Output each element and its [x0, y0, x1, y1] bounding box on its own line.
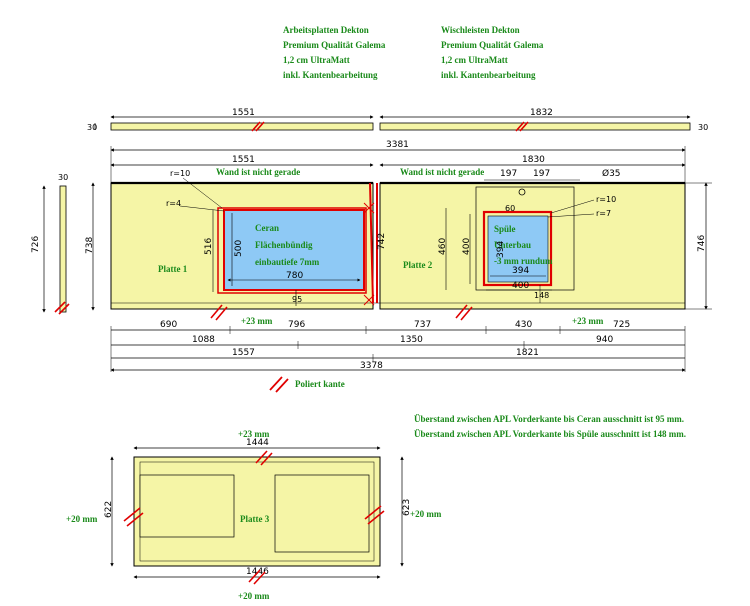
bottom-dim-3: 737 — [414, 320, 431, 330]
backsplash-left-strip — [110, 122, 374, 131]
header-left: Arbeitsplatten Dekton Premium Qualität G… — [283, 25, 386, 80]
sink-width-outer: 400 — [512, 281, 529, 291]
ceran-height: 500 — [234, 240, 244, 257]
sink-radius-outer: r=10 — [596, 195, 616, 204]
backsplash-height-left: 30 — [87, 123, 97, 132]
bottom-dim-6: 1088 — [192, 335, 215, 345]
header-right-line-2: Premium Qualität Galema — [441, 40, 544, 50]
sink-small-dim-2: 148 — [534, 291, 549, 300]
sink-width: 394 — [512, 266, 529, 276]
sink-text-3: -3 mm rundum — [494, 256, 553, 266]
ceran-cutout — [223, 209, 365, 291]
backsplash-right-strip — [379, 122, 691, 131]
tap-hole-icon — [518, 188, 526, 196]
side-right: 746 — [697, 235, 707, 252]
header-right-line-1: Wischleisten Dekton — [441, 25, 520, 35]
bottom-dim-7: 1350 — [400, 335, 423, 345]
bottom-dim-4: 430 — [515, 320, 532, 330]
side-strip-width: 30 — [58, 173, 68, 182]
plate-3-right-overhang: +20 mm — [410, 509, 442, 519]
legend: Poliert kante — [269, 376, 345, 393]
sink-radius-inner: r=7 — [596, 209, 611, 218]
plate-3-bottom-overhang: +20 mm — [238, 591, 270, 601]
left-side-strip: 30 726 738 — [31, 173, 95, 315]
header-right: Wischleisten Dekton Premium Qualität Gal… — [441, 25, 544, 80]
header-left-line-1: Arbeitsplatten Dekton — [283, 25, 369, 35]
ceran-outer-height: 516 — [204, 238, 214, 255]
ceran-radius-inner: r=4 — [166, 199, 181, 208]
bottom-total: 3378 — [360, 361, 383, 371]
note-1: Überstand zwischen APL Vorderkante bis C… — [414, 414, 684, 424]
note-2: Überstand zwischen APL Vorderkante bis S… — [414, 429, 686, 439]
plate-3-left-cutout — [139, 474, 235, 538]
plan-right-top: 1830 — [522, 155, 545, 165]
plate-3-label: Platte 3 — [240, 514, 270, 524]
plate-3-top-overhang: +23 mm — [238, 429, 270, 439]
sink-red-frame — [482, 210, 553, 287]
bottom-dim-1: 690 — [160, 320, 177, 330]
legend-polished: Poliert kante — [295, 379, 345, 389]
ceran-text-3: einbautiefe 7mm — [255, 257, 320, 267]
bottom-dim-10: 1821 — [516, 348, 539, 358]
wall-note-left: Wand ist nicht gerade — [216, 167, 300, 177]
plan-left-top: 1551 — [232, 155, 255, 165]
countertop-plan: Platte 1 Platte 2 Wand ist nicht gerade … — [110, 167, 712, 326]
bottom-dim-2: 796 — [288, 320, 305, 330]
plate-3-right-cutout — [274, 474, 370, 553]
sink-height-outer: 400 — [462, 238, 472, 255]
side-left-inner: 738 — [85, 237, 95, 254]
ceran-radius-outer: r=10 — [170, 169, 190, 178]
plate-3-right: 623 — [402, 499, 412, 516]
tap-diameter: Ø35 — [602, 168, 621, 179]
header-left-line-4: inkl. Kantenbearbeitung — [283, 70, 378, 80]
sink-height-total: 460 — [438, 238, 448, 255]
plate-3-drawing: +23 mm 1444 Platte 3 622 623 1446 +20 mm… — [66, 429, 442, 601]
header-left-line-3: 1,2 cm UltraMatt — [283, 55, 350, 65]
header-right-line-3: 1,2 cm UltraMatt — [441, 55, 508, 65]
ceran-text-2: Flächenbündig — [255, 240, 313, 250]
bottom-dim-5: 725 — [613, 320, 630, 330]
wall-note-right: Wand ist nicht gerade — [400, 167, 484, 177]
tap-offset-right: 197 — [533, 169, 550, 179]
ceran-overhang: +23 mm — [241, 316, 273, 326]
backsplash-left-length: 1551 — [232, 108, 255, 118]
plate-3-left-overhang: +20 mm — [66, 514, 98, 524]
header-right-line-4: inkl. Kantenbearbeitung — [441, 70, 536, 80]
joint-height: 742 — [377, 233, 387, 250]
bottom-dim-8: 940 — [596, 335, 613, 345]
plate-3-left: 622 — [104, 501, 114, 518]
sink-text-2: Unterbau — [494, 240, 531, 250]
backsplash: 1551 1832 30 30 — [87, 108, 708, 132]
plan-top-dimensions: 3381 1551 1830 — [110, 140, 686, 185]
ceran-width: 780 — [286, 271, 303, 281]
tap-offset-left: 197 — [500, 169, 517, 179]
ceran-outer-frame — [217, 207, 367, 294]
sink-small-dim-1: 60 — [505, 204, 515, 213]
header-left-line-2: Premium Qualität Galema — [283, 40, 386, 50]
backsplash-right-length: 1832 — [530, 108, 553, 118]
side-left-outer: 726 — [31, 236, 41, 253]
plate-2-label: Platte 2 — [403, 260, 433, 270]
plate-1-label: Platte 1 — [158, 264, 188, 274]
bottom-dimensions: 690 796 737 430 725 1088 1350 940 1557 1… — [110, 320, 686, 372]
plate-3-top: 1444 — [246, 438, 269, 448]
sink-text-1: Spüle — [494, 224, 516, 234]
ceran-text-1: Ceran — [255, 223, 279, 233]
notes: Überstand zwischen APL Vorderkante bis C… — [414, 414, 686, 439]
sink-height: 394 — [496, 241, 506, 258]
sink-cutout — [487, 215, 549, 283]
backsplash-height-right: 30 — [698, 123, 708, 132]
plan-total-top: 3381 — [386, 140, 409, 150]
bottom-dim-9: 1557 — [232, 348, 255, 358]
ceran-gap: 95 — [292, 295, 302, 304]
sink-overhang: +23 mm — [572, 316, 604, 326]
